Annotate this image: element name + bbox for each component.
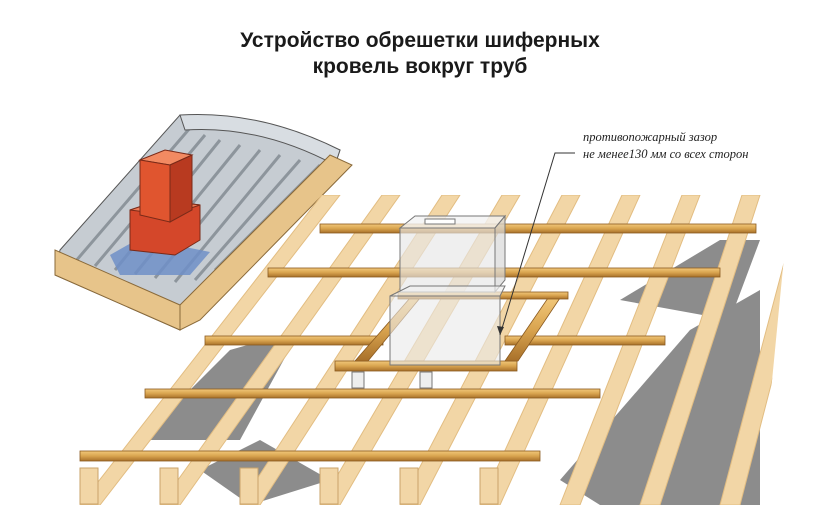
bracket-icon bbox=[351, 371, 365, 389]
rafter-ends bbox=[79, 467, 499, 505]
chimney-outline bbox=[351, 214, 507, 389]
diagram-title-line1: Устройство обрешетки шиферных bbox=[240, 29, 600, 52]
diagram-title-line2: кровель вокруг труб bbox=[312, 55, 528, 78]
fire-gap-annotation-line2: не менее130 мм со всех сторон bbox=[583, 147, 749, 161]
bracket-icon bbox=[419, 371, 433, 389]
annotation-leader bbox=[497, 152, 575, 336]
fire-gap-annotation-line1: противопожарный зазор bbox=[583, 130, 718, 144]
brick-chimney-icon bbox=[129, 149, 201, 256]
slate-roof-inset bbox=[54, 113, 353, 331]
